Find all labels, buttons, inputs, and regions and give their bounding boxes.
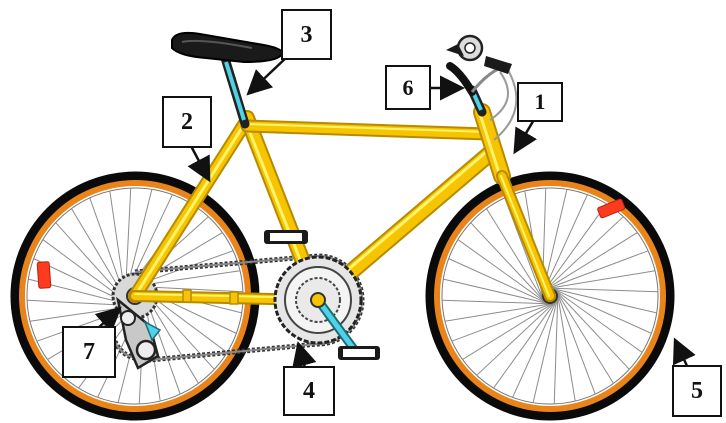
callout-3-label: 3 (301, 23, 313, 47)
spoke (552, 288, 652, 333)
spoke (477, 300, 557, 375)
spoke (543, 204, 607, 293)
callout-2-label: 2 (181, 110, 193, 134)
spoke (533, 296, 558, 403)
rear-reflector (37, 262, 51, 289)
callout-6: 6 (385, 65, 431, 110)
spoke (543, 217, 623, 292)
arrow-5 (676, 342, 687, 366)
callout-3: 3 (281, 9, 332, 60)
callout-7-label: 7 (83, 340, 95, 364)
spoke (513, 298, 558, 398)
saddle (172, 33, 282, 62)
arrow-4 (299, 346, 305, 368)
callout-1: 1 (517, 82, 563, 122)
spoke (546, 251, 649, 290)
callout-5: 5 (672, 365, 722, 417)
spoke (553, 289, 642, 353)
arrow-2 (191, 146, 208, 178)
spoke (452, 303, 555, 342)
callout-6-label: 6 (403, 77, 414, 99)
callout-2: 2 (162, 96, 212, 148)
spoke (443, 279, 550, 304)
spoke (554, 289, 629, 369)
spoke (494, 299, 558, 388)
spoke (557, 292, 596, 395)
callout-7: 7 (62, 326, 116, 378)
callout-1-label: 1 (535, 91, 546, 113)
callout-5-label: 5 (691, 379, 703, 403)
arrow-1 (516, 118, 535, 150)
callout-4-label: 4 (303, 379, 315, 403)
callout-4: 4 (283, 366, 335, 416)
spoke (550, 288, 657, 313)
